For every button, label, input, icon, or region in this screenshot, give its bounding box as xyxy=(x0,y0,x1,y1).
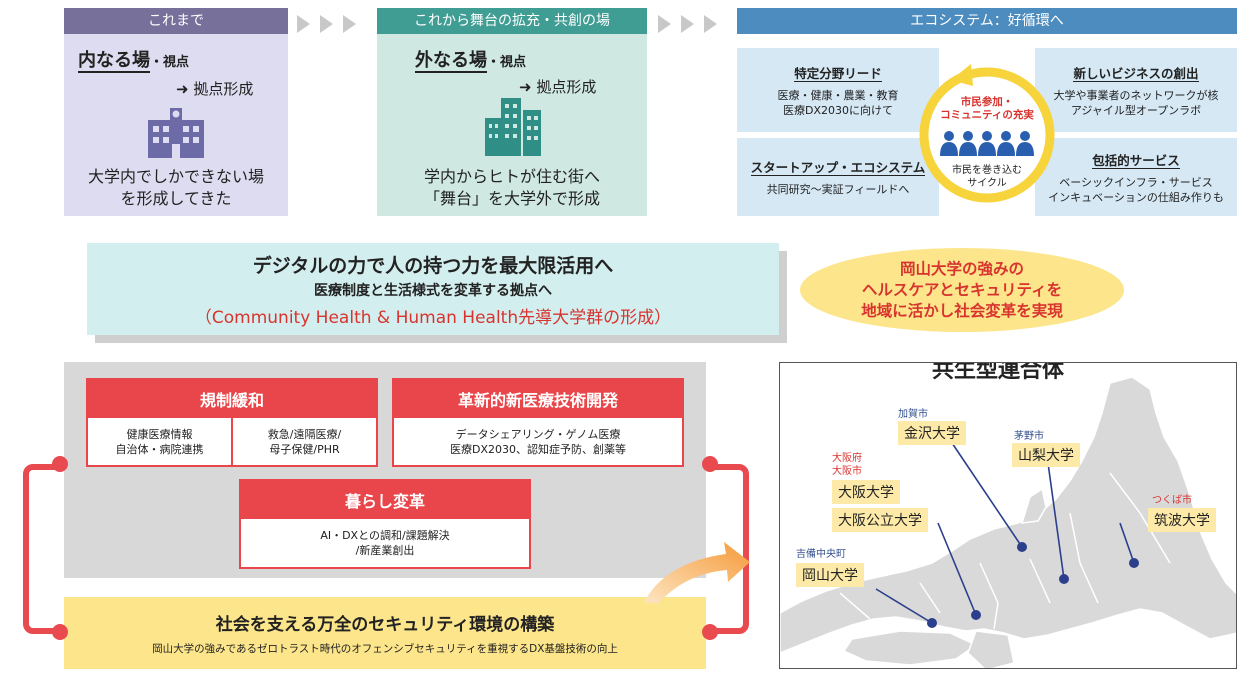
uni-label-yamanashi: 山梨大学 xyxy=(1012,443,1080,467)
deregulation-cell-emergency: 救急/遠隔医療/ 母子保健/PHR xyxy=(233,418,376,465)
loop-dot-top-right xyxy=(702,456,718,472)
future-title: 外なる場・視点 xyxy=(415,50,527,73)
pin-osaka xyxy=(971,610,981,620)
loop-dot-bottom-right xyxy=(702,624,718,640)
future-description: 学内からヒトが住む街へ 「舞台」を大学外で形成 xyxy=(423,167,600,208)
city-label-chino: 茅野市 xyxy=(1014,431,1044,442)
pin-kanazawa xyxy=(1017,542,1027,552)
life-reform-title: 暮らし変革 xyxy=(241,481,529,519)
loop-dot-top-left xyxy=(52,456,68,472)
curved-arrow-icon xyxy=(640,536,752,610)
future-panel: これから舞台の拡充・共創の場 外なる場・視点 ➜ 拠点形成 xyxy=(377,8,647,216)
security-subtitle: 岡山大学の強みであるゼロトラスト時代のオフェンシブセキュリティを重視するDX基盤… xyxy=(152,643,618,655)
right-arrow-icon: ➜ xyxy=(519,78,532,96)
eco-box-inclusive-service: 包括的サービス ベーシックインフラ・サービス インキュベーションの仕組み作りも xyxy=(1035,138,1237,216)
past-arrow-text: ➜ 拠点形成 xyxy=(176,80,254,98)
ecosystem-panel: エコシステム：好循環へ 特定分野リード 医療・健康・農業・教育 医療DX2030… xyxy=(737,8,1237,216)
loop-dot-bottom-left xyxy=(52,624,68,640)
right-arrow-icon: ➜ xyxy=(176,80,189,98)
medtech-description: データシェアリング・ゲノム医療 医療DX2030、認知症予防、創薬等 xyxy=(394,418,682,465)
arrow-chevrons-1 xyxy=(297,15,356,33)
mission-line3: （Community Health & Human Health先導大学群の形成… xyxy=(194,307,672,328)
eco-box-startup: スタートアップ・エコシステム 共同研究〜実証フィールドへ xyxy=(737,138,939,216)
japan-map xyxy=(780,376,1236,668)
uni-label-okayama: 岡山大学 xyxy=(796,563,864,587)
mission-line2: 医療制度と生活様式を変革する拠点へ xyxy=(314,282,552,299)
people-group-icon xyxy=(937,130,1037,160)
arrow-chevrons-2 xyxy=(658,15,717,33)
cycle-top-text: 市民参加・ コミュニティの充実 xyxy=(940,96,1034,121)
past-description: 大学内でしかできない場 を形成してきた xyxy=(87,167,264,208)
deregulation-cell-health-info: 健康医療情報 自治体・病院連携 xyxy=(88,418,231,465)
deregulation-title: 規制緩和 xyxy=(88,380,376,418)
cycle-bottom-text: 市民を巻き込む サイクル xyxy=(952,165,1022,189)
ecosystem-header: エコシステム：好循環へ xyxy=(737,8,1237,34)
community-cycle: 市民参加・ コミュニティの充実 市民を巻き込む サイクル xyxy=(919,60,1055,210)
city-label-osaka-pref: 大阪府 xyxy=(832,453,862,464)
security-title: 社会を支える万全のセキュリティ環境の構築 xyxy=(215,615,555,635)
past-panel: これまで 内なる場・視点 ➜ 拠点形成 大学内でしかできない場 を形成してきた xyxy=(64,8,288,216)
pin-okayama xyxy=(927,618,937,628)
city-label-kibichuo: 吉備中央町 xyxy=(796,549,846,560)
medtech-title: 革新的新医療技術開発 xyxy=(394,380,682,418)
uni-label-kanazawa: 金沢大学 xyxy=(898,421,966,445)
past-title: 内なる場・視点 xyxy=(78,50,190,73)
life-reform-block: 暮らし変革 AI・DXとの調和/課題解決 /新産業創出 xyxy=(239,479,531,569)
eco-box-new-business: 新しいビジネスの創出 大学や事業者のネットワークが核 アジャイル型オープンラボ xyxy=(1035,48,1237,132)
uni-label-tsukuba: 筑波大学 xyxy=(1148,508,1216,532)
pin-tsukuba xyxy=(1129,558,1139,568)
future-header: これから舞台の拡充・共創の場 xyxy=(377,8,647,34)
uni-label-osaka: 大阪大学 xyxy=(832,480,900,504)
mission-line1: デジタルの力で人の持つ力を最大限活用へ xyxy=(252,254,614,277)
future-arrow-text: ➜ 拠点形成 xyxy=(519,78,597,96)
strength-ellipse: 岡山大学の強みの ヘルスケアとセキュリティを 地域に活かし社会変革を実現 xyxy=(800,248,1124,332)
deregulation-block: 規制緩和 健康医療情報 自治体・病院連携 救急/遠隔医療/ 母子保健/PHR xyxy=(86,378,378,467)
past-header: これまで xyxy=(64,8,288,34)
pin-yamanashi xyxy=(1059,574,1069,584)
eco-box-field-lead: 特定分野リード 医療・健康・農業・教育 医療DX2030に向けて xyxy=(737,48,939,132)
medtech-block: 革新的新医療技術開発 データシェアリング・ゲノム医療 医療DX2030、認知症予… xyxy=(392,378,684,467)
university-building-icon xyxy=(144,106,208,164)
life-reform-description: AI・DXとの調和/課題解決 /新産業創出 xyxy=(241,519,529,567)
mission-banner: デジタルの力で人の持つ力を最大限活用へ 医療制度と生活様式を変革する拠点へ （C… xyxy=(87,243,779,335)
city-buildings-icon xyxy=(481,96,545,162)
security-box: 社会を支える万全のセキュリティ環境の構築 岡山大学の強みであるゼロトラスト時代の… xyxy=(64,597,706,669)
city-label-osaka-city: 大阪市 xyxy=(832,466,862,477)
uni-label-osaka-metropolitan: 大阪公立大学 xyxy=(832,508,928,532)
city-label-kaga: 加賀市 xyxy=(898,409,928,420)
city-label-tsukuba: つくば市 xyxy=(1152,495,1192,506)
consortium-title: 共生型連合体 xyxy=(922,363,1075,391)
consortium-map: 共生型連合体 加賀市 金沢大学 茅野市 山梨大学 大阪府 大阪市 大阪大学 大阪… xyxy=(779,362,1237,669)
